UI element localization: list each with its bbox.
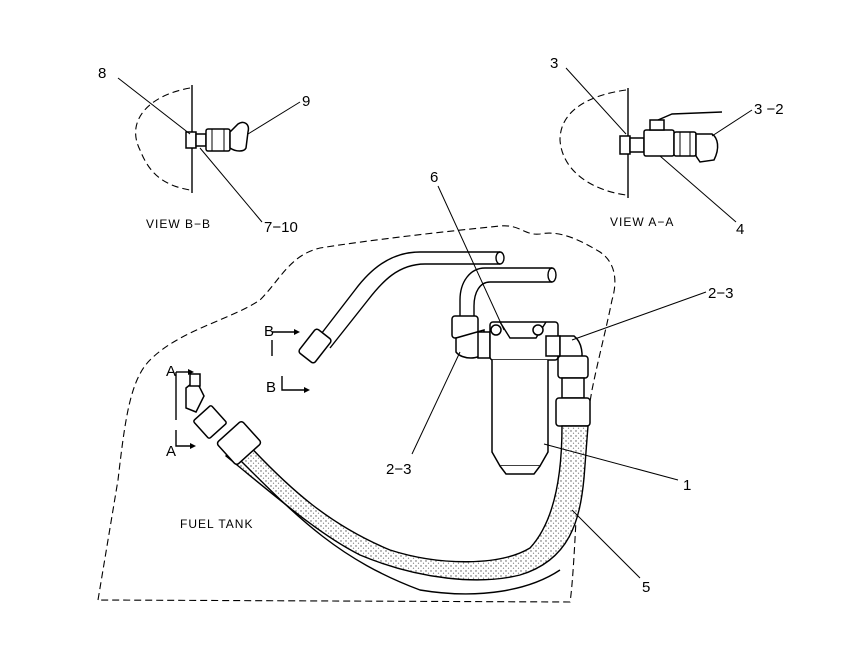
callout-2-3-left: 2−3	[386, 461, 411, 478]
callout-3-top: 3	[550, 55, 558, 72]
fuel-filter	[451, 315, 591, 475]
section-mark-b-top: B	[264, 323, 274, 340]
fuel-lines-upper	[298, 251, 557, 364]
fuel-hose	[185, 373, 589, 595]
leader-7-10	[199, 147, 263, 223]
view-aa-detail	[559, 67, 753, 223]
callout-1: 1	[683, 477, 691, 494]
section-mark-a-bottom: A	[166, 443, 176, 460]
leader-5	[571, 509, 641, 579]
callout-7-10: 7−10	[264, 219, 298, 236]
leader-3-top	[565, 67, 627, 135]
callout-3-2: 3 −2	[754, 101, 784, 118]
callout-2-3-right: 2−3	[708, 285, 733, 302]
view-bb-detail	[117, 77, 301, 223]
leader-2-3-right	[571, 291, 707, 341]
leader-6	[437, 185, 505, 331]
section-mark-a-top: A	[166, 363, 176, 380]
main-leaders	[411, 185, 707, 579]
section-markers	[175, 329, 310, 449]
leader-2-3-left	[411, 351, 461, 455]
leader-4	[659, 155, 737, 223]
leader-1	[543, 443, 679, 481]
caption-view-aa: VIEW A−A	[610, 215, 674, 229]
caption-view-bb: VIEW B−B	[146, 217, 211, 231]
callout-6: 6	[430, 169, 438, 186]
callout-4: 4	[736, 221, 744, 238]
callout-8: 8	[98, 65, 106, 82]
leader-9	[247, 101, 301, 135]
callout-9: 9	[302, 93, 310, 110]
leader-3-2	[711, 109, 753, 137]
section-mark-b-bottom: B	[266, 379, 276, 396]
leader-8	[117, 77, 191, 135]
caption-fuel-tank: FUEL TANK	[180, 517, 253, 531]
callout-5: 5	[642, 579, 650, 596]
